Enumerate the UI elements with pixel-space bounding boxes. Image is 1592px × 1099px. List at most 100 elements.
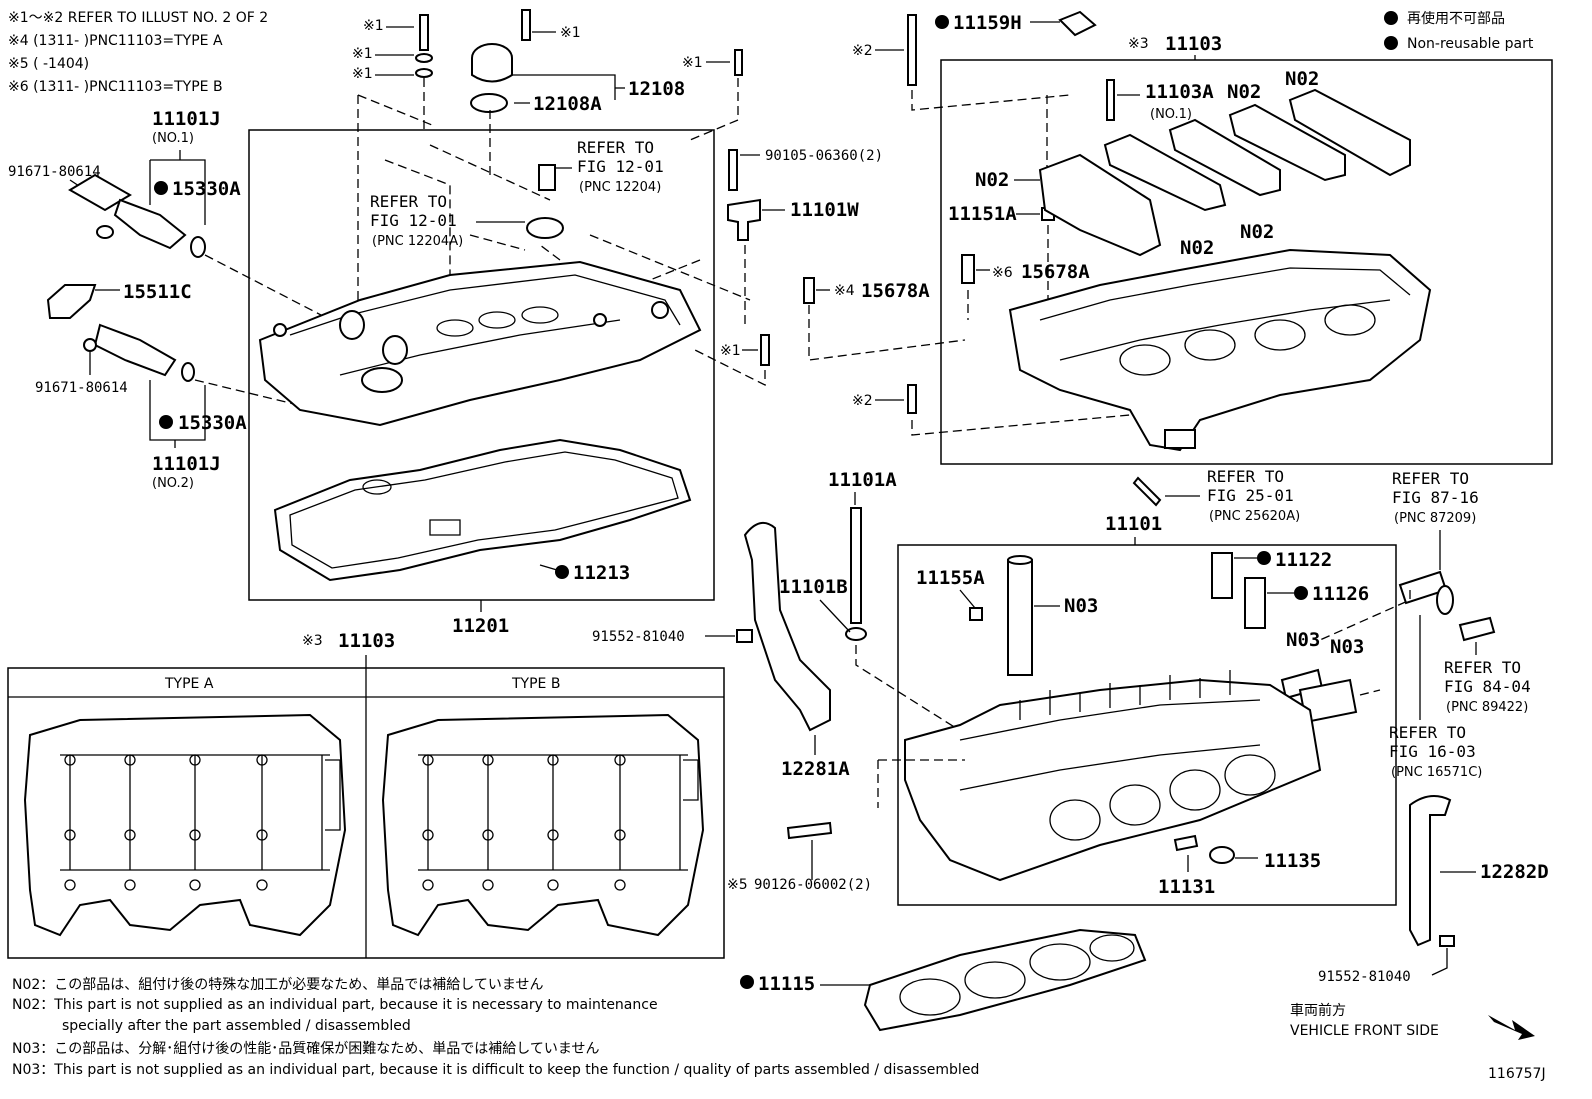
part-label-11155A: 11155A (916, 567, 985, 589)
camshaft-housing-group: ※2 11159H ※3 11103 11103A (NO.1) N02 N02… (852, 10, 1553, 465)
head-cover-group: 12108A 12108 ※1 ※1 ※1 ※1 ※1 REFER TO FIG… (248, 9, 751, 637)
marker-1-f: ※1 (720, 343, 741, 359)
label-N02-d: N02 (1180, 237, 1214, 259)
head-gasket-illustration (863, 928, 1147, 1032)
footnote-n03-jp: N03：この部品は、分解･組付け後の性能･品質確保が困難なため、単品では補給して… (12, 1041, 599, 1057)
valve-guide-icon (1211, 552, 1233, 599)
part-label-11101W: 11101W (790, 199, 859, 221)
part-label-12108A: 12108A (533, 93, 602, 115)
part-label-11101: 11101 (1105, 513, 1162, 535)
non-reusable-dot-icon (159, 415, 173, 429)
non-reusable-dot-icon (935, 15, 949, 29)
stud-icon (961, 254, 975, 284)
non-reusable-dot-icon (555, 565, 569, 579)
head-cover-gasket-illustration (273, 438, 692, 582)
part-label-11201: 11201 (452, 615, 509, 637)
tube-top-icon (1007, 555, 1033, 565)
refer-line-2: FIG 87-16 (1392, 488, 1479, 507)
part-label-11126: 11126 (1312, 583, 1369, 605)
part-label-11101A: 11101A (828, 469, 897, 491)
legend-en: Non-reusable part (1407, 36, 1534, 52)
refer-fig-12-01-a: REFER TO FIG 12-01 (PNC 12204) (555, 138, 664, 195)
grommet-icon (526, 217, 564, 239)
non-reusable-dot-icon (154, 181, 168, 195)
bolt-icon (734, 49, 743, 76)
footnote-n02-en-cont: specially after the part assembled / dis… (62, 1018, 411, 1034)
vehicle-front-en: VEHICLE FRONT SIDE (1290, 1023, 1439, 1039)
plug-icon (1173, 834, 1199, 852)
oil-filler-cap-illustration (470, 43, 513, 113)
part-label-11213: 11213 (573, 562, 630, 584)
cylinder-head-group: REFER TO FIG 25-01 (PNC 25620A) 11101 11… (877, 467, 1397, 906)
engine-hanger-rear-icon (1409, 795, 1452, 947)
part-label-15678A-b: 15678A (1021, 261, 1090, 283)
refer-line-1: REFER TO (370, 192, 447, 211)
refer-line-1: REFER TO (1389, 723, 1466, 742)
pcv-valve-icon (538, 164, 556, 191)
refer-line-3: (PNC 16571C) (1391, 765, 1482, 780)
front-arrow-icon (1488, 1015, 1535, 1040)
camshaft-housing-frame (940, 59, 1553, 465)
header-note-1: ※1～※2 REFER TO ILLUST NO. 2 OF 2 (8, 10, 268, 26)
type-a-illustration (23, 713, 347, 937)
stud-icon (803, 277, 815, 304)
marker-1-d: ※1 (560, 25, 581, 41)
part-sub-no1-b: (NO.1) (1150, 107, 1192, 122)
refer-line-3: (PNC 89422) (1446, 700, 1528, 715)
label-N03-a: N03 (1064, 595, 1098, 617)
marker-2-b: ※2 (852, 393, 873, 409)
header-note-4: ※6 (1311- )PNC11103=TYPE B (8, 79, 223, 95)
part-label-11115: 11115 (758, 973, 815, 995)
non-reusable-dot-icon (1294, 586, 1308, 600)
footnote-n03-en: N03：This part is not supplied as an indi… (12, 1062, 979, 1078)
vehicle-front-jp: 車両前方 (1290, 1002, 1346, 1019)
part-label-11151A: 11151A (948, 203, 1017, 225)
gasket-icon (1058, 10, 1097, 37)
part-label-12108: 12108 (628, 78, 685, 100)
bolt-icon (1439, 935, 1455, 947)
refer-line-3: (PNC 25620A) (1209, 509, 1300, 524)
refer-line-1: REFER TO (1392, 469, 1469, 488)
part-label-11101J-no2: 11101J (152, 453, 221, 475)
part-label-11103A: 11103A (1145, 81, 1214, 103)
part-label-15678A-a: 15678A (861, 280, 930, 302)
oil-control-valve-1-illustration (68, 173, 351, 331)
label-N02-c: N02 (975, 169, 1009, 191)
part-label-15511C: 15511C (123, 281, 192, 303)
oil-control-valve-group: 11101J (NO.1) 91671-80614 15330A 15511C … (8, 108, 361, 491)
temp-sensor-icon (1458, 616, 1496, 642)
engine-hanger-icon (743, 521, 831, 732)
type-a-label: TYPE A (164, 676, 214, 692)
vehicle-front-indicator: 車両前方 VEHICLE FRONT SIDE (1290, 1002, 1535, 1040)
refer-fig-25-01: REFER TO FIG 25-01 (PNC 25620A) (1165, 467, 1300, 524)
marker-6: ※6 (992, 265, 1013, 281)
illustration-id: 116757J (1488, 1066, 1546, 1082)
bolt-icon (1106, 79, 1115, 121)
label-N02-b: N02 (1285, 68, 1319, 90)
head-gasket-group: 11115 (740, 928, 1147, 1032)
washer-icon (845, 627, 867, 641)
refer-line-2: FIG 25-01 (1207, 486, 1294, 505)
refer-line-1: REFER TO (577, 138, 654, 157)
part-label-15330A-b: 15330A (178, 412, 247, 434)
marker-1-c: ※1 (352, 66, 373, 82)
seal-icon (1209, 846, 1235, 864)
part-label-11131: 11131 (1158, 876, 1215, 898)
cam-position-sensor-icon (727, 198, 761, 241)
part-label-11122: 11122 (1275, 549, 1332, 571)
type-b-label: TYPE B (511, 676, 560, 692)
marker-3-a: ※3 (1128, 36, 1149, 52)
pipe-end-icon (1436, 585, 1454, 615)
marker-5: ※5 (727, 877, 748, 893)
refer-line-1: REFER TO (1207, 467, 1284, 486)
header-note-2: ※4 (1311- )PNC11103=TYPE A (8, 33, 223, 49)
refer-line-3: (PNC 87209) (1394, 511, 1476, 526)
part-label-11101B: 11101B (779, 576, 848, 598)
cylinder-head-illustration (904, 670, 1322, 882)
cylinder-head-frame (897, 544, 1397, 906)
stud-bolt-group: ※5 90126-06002(2) (727, 821, 872, 893)
part-label-11103-top: 11103 (1165, 33, 1222, 55)
non-reusable-dot-icon (1257, 551, 1271, 565)
part-label-12282D: 12282D (1480, 861, 1549, 883)
right-references-group: REFER TO FIG 87-16 (PNC 87209) REFER TO … (1318, 469, 1549, 985)
